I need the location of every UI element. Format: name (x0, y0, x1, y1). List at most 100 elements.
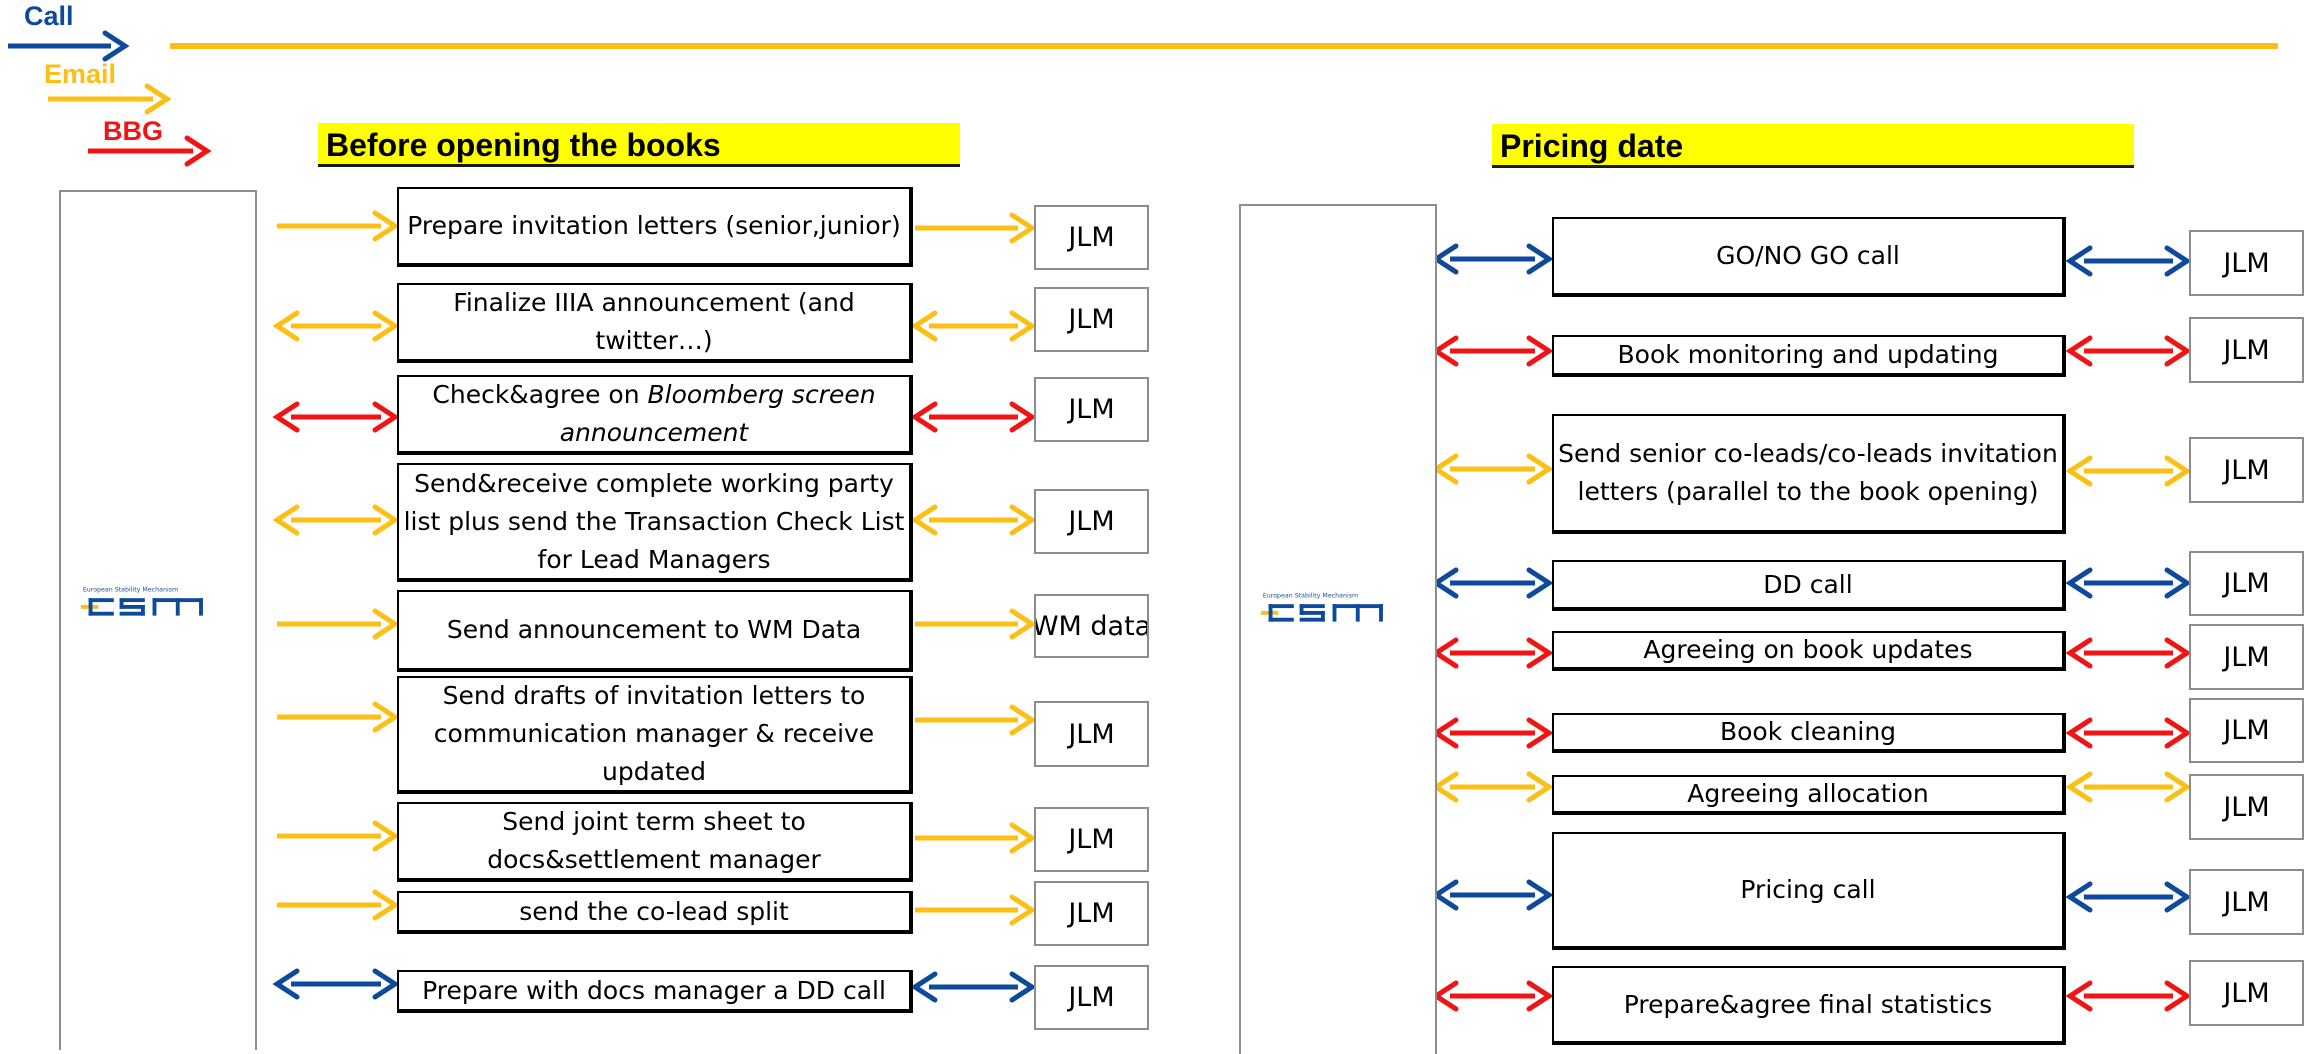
task-text: Agreeing on book updates (1643, 635, 1973, 664)
pricing-arrow-right-4 (2065, 637, 2192, 669)
esm-logo-icon: European Stability Mechanism (80, 586, 203, 616)
pricing-arrow-left-0 (1431, 243, 1554, 275)
pricing-arrow-right-0 (2065, 245, 2192, 277)
task-box: Agreeing on book updates (1552, 631, 2066, 671)
arrow-left-7 (277, 889, 400, 921)
task-text: Prepare&agree final statistics (1623, 989, 1993, 1019)
section-title-before: Before opening the books (318, 123, 960, 167)
arrow-right-2 (910, 401, 1037, 433)
arrow-left-6 (277, 820, 400, 852)
pricing-arrow-left-3 (1431, 567, 1554, 599)
legend-call-arrow (8, 30, 130, 62)
task-box: Prepare with docs manager a DD call (397, 970, 913, 1013)
task-box: GO/NO GO call (1552, 217, 2066, 297)
task-box: Send senior co-leads/co-leads invitation… (1552, 414, 2066, 534)
arrow-left-0 (277, 210, 400, 242)
arrow-right-8 (910, 971, 1037, 1003)
party-box: JLM (1034, 965, 1149, 1030)
task-text: Send joint term sheet to docs&settlement… (487, 807, 821, 874)
party-box: JLM (1034, 377, 1149, 442)
party-box: JLM (2189, 551, 2304, 616)
party-box: JLM (2189, 774, 2304, 840)
pricing-arrow-left-4 (1431, 637, 1554, 669)
esm-logo-caption: European Stability Mechanism (83, 586, 178, 593)
arrow-right-1 (910, 310, 1037, 342)
arrow-left-5 (277, 701, 400, 733)
pricing-arrow-left-7 (1431, 879, 1554, 911)
task-box: Send joint term sheet to docs&settlement… (397, 802, 913, 882)
task-text-italic: Bloomberg screen announcement (559, 380, 876, 447)
legend-call-label: Call (24, 1, 74, 31)
arrow-right-6 (915, 822, 1037, 854)
legend-bbg-arrow (88, 135, 212, 167)
arrow-right-3 (910, 504, 1037, 536)
pricing-arrow-left-6 (1431, 771, 1554, 803)
task-box: Agreeing allocation (1552, 775, 2066, 815)
arrow-right-7 (915, 894, 1037, 926)
task-text: Send drafts of invitation letters to com… (433, 681, 875, 786)
task-text: Check&agree on (432, 380, 648, 409)
task-text: Book monitoring and updating (1617, 340, 1999, 369)
task-box: DD call (1552, 560, 2066, 611)
arrow-left-2 (272, 401, 400, 433)
task-box: Prepare invitation letters (senior,junio… (397, 187, 913, 267)
party-box: JLM (1034, 205, 1149, 270)
legend-email-arrow (48, 83, 172, 115)
section-title-pricing: Pricing date (1492, 124, 2134, 168)
party-box: JLM (1034, 881, 1149, 946)
task-text: Send announcement to WM Data (446, 615, 862, 644)
party-box: JLM (2189, 317, 2304, 383)
task-box: Book monitoring and updating (1552, 335, 2066, 377)
task-text: Prepare invitation letters (senior,junio… (407, 211, 901, 240)
arrow-right-0 (915, 212, 1037, 244)
task-box: Pricing call (1552, 832, 2066, 950)
task-text: Send&receive complete working party list… (403, 468, 905, 574)
party-box: JLM (2189, 624, 2304, 690)
pricing-arrow-left-2 (1431, 453, 1554, 485)
pricing-arrow-right-5 (2065, 717, 2192, 749)
legend-email-label: Email (44, 59, 117, 89)
task-box: Send announcement to WM Data (397, 590, 913, 672)
pricing-arrow-right-1 (2065, 335, 2192, 367)
party-box: JLM (2189, 960, 2304, 1026)
pricing-arrow-left-8 (1431, 980, 1554, 1012)
arrow-left-8 (272, 968, 400, 1000)
esm-panel-right: European Stability Mechanism (1239, 204, 1437, 1054)
esm-logo-icon: European Stability Mechanism (1260, 592, 1383, 622)
arrow-left-3 (272, 504, 400, 536)
party-box: JLM (2189, 869, 2304, 935)
pricing-arrow-right-3 (2065, 567, 2192, 599)
arrow-left-1 (272, 310, 400, 342)
party-box: JLM (1034, 807, 1149, 872)
esm-panel-left: European Stability Mechanism (59, 190, 257, 1050)
pricing-arrow-left-1 (1431, 335, 1554, 367)
task-text: Agreeing allocation (1687, 779, 1929, 808)
task-text: Book cleaning (1719, 717, 1897, 746)
task-box: Send drafts of invitation letters to com… (397, 676, 913, 794)
pricing-arrow-right-6 (2065, 771, 2192, 803)
task-text: Prepare with docs manager a DD call (422, 975, 886, 1005)
party-box: JLM (2189, 230, 2304, 296)
party-box: JLM (1034, 287, 1149, 352)
party-box: JLM (1034, 489, 1149, 554)
party-box: JLM (2189, 437, 2304, 503)
pricing-arrow-left-5 (1431, 717, 1554, 749)
arrow-right-5 (915, 704, 1037, 736)
task-box: Finalize IIIA announcement (and twitter…… (397, 283, 913, 363)
party-box: JLM (2189, 698, 2304, 763)
task-box: Book cleaning (1552, 713, 2066, 753)
task-text: Send senior co-leads/co-leads invitation… (1558, 439, 2058, 506)
task-text: Pricing call (1740, 875, 1876, 904)
task-box: Send&receive complete working party list… (397, 463, 913, 582)
esm-logo-caption: European Stability Mechanism (1263, 592, 1358, 599)
arrow-right-4 (915, 608, 1037, 640)
legend-bbg-label: BBG (103, 116, 163, 146)
arrow-left-4 (277, 608, 400, 640)
party-box: WM data (1034, 594, 1149, 658)
pricing-arrow-right-2 (2065, 455, 2192, 487)
task-text: DD call (1763, 569, 1853, 599)
task-box: send the co-lead split (397, 891, 913, 934)
task-text: Finalize IIIA announcement (and twitter…… (453, 288, 855, 355)
task-text: GO/NO GO call (1716, 241, 1900, 270)
